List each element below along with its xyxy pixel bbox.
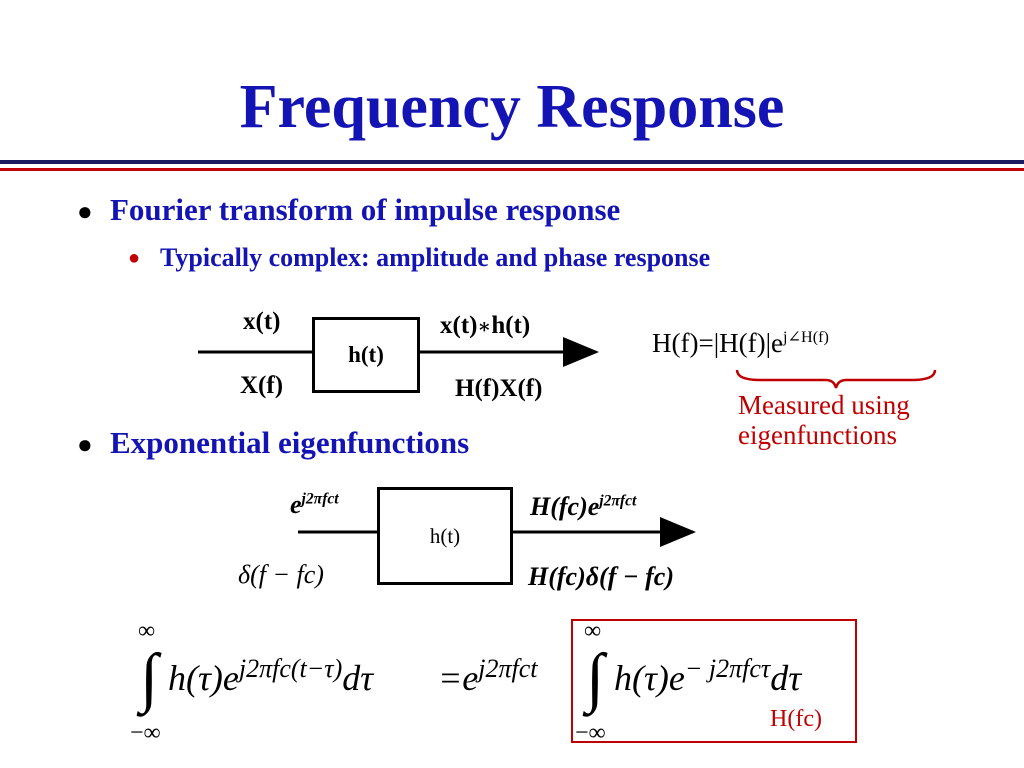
eigen-input: ej2πfct: [290, 490, 339, 519]
transfer-function-box: [571, 619, 857, 743]
input-time-label: x(t): [243, 308, 281, 335]
slide-title: Frequency Response: [239, 73, 785, 141]
left-integral-upper: ∞: [138, 618, 156, 644]
eigen-output: H(fc)ej2πfct: [530, 492, 637, 521]
left-integrand: h(τ)ej2πfc(t−τ)dτ: [168, 654, 374, 698]
left-integral-lower: −∞: [130, 720, 161, 746]
system-box-2: h(t): [377, 487, 513, 585]
bullet-1-1: Typically complex: amplitude and phase r…: [160, 243, 711, 272]
left-integral-sign: ∫: [140, 641, 159, 714]
title-rule-red: [0, 168, 1024, 171]
measured-note: Measured using eigenfunctions: [738, 390, 910, 450]
right-integrand: h(τ)e− j2πfcτdτ: [614, 654, 802, 698]
system-label-1: h(t): [348, 342, 384, 367]
output-freq-label: H(f)X(f): [455, 375, 543, 402]
frequency-response-formula: H(f)=|H(f)|ej∠H(f): [652, 328, 829, 358]
output-time-label: x(t)∗h(t): [440, 312, 531, 339]
sub-bullet-dot: ●: [128, 247, 141, 269]
delta-output: H(fc)δ(f − fc): [528, 562, 674, 591]
right-integral-sign: ∫: [586, 641, 605, 714]
bullet-2: Exponential eigenfunctions: [110, 425, 470, 460]
bullet-1: Fourier transform of impulse response: [110, 192, 621, 227]
system-label-2: h(t): [429, 523, 461, 548]
measured-brace: [735, 369, 937, 389]
title-rule-dark: [0, 160, 1024, 164]
input-freq-label: X(f): [240, 372, 284, 399]
equals-exp: =ej2πfct: [438, 654, 538, 698]
system-box-1: h(t): [312, 317, 420, 393]
bullet-dot-2: ●: [77, 430, 93, 459]
bullet-dot-1: ●: [77, 197, 93, 226]
delta-input: δ(f − fc): [238, 560, 324, 589]
transfer-function-label: H(fc): [770, 706, 822, 732]
right-integral-lower: −∞: [575, 720, 606, 746]
right-integral-upper: ∞: [584, 618, 602, 644]
